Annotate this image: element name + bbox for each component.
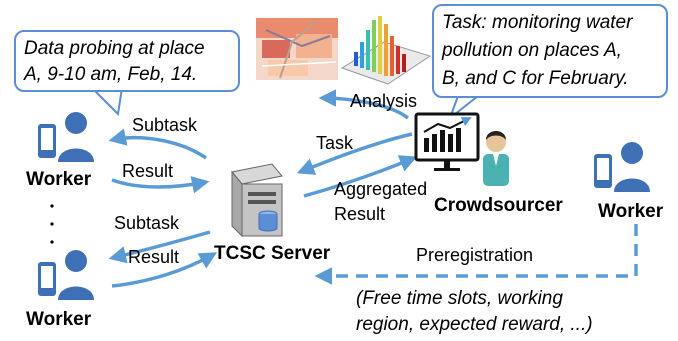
aggregated-result-arrow (303, 155, 418, 198)
analysis-label: Analysis (350, 91, 418, 111)
worker-bottom-label: Worker (26, 309, 92, 330)
analysis-arrow (318, 89, 410, 120)
task-label: Task (316, 133, 354, 153)
task-callout-line-1: Task: monitoring water (442, 12, 633, 33)
subtask-top-arrow (108, 128, 207, 160)
preregistration-label: Preregistration (416, 245, 534, 265)
registration-details-line-2: region, expected reward, ...) (356, 314, 593, 335)
result-top-arrow (111, 176, 210, 194)
result-top-label: Result (122, 161, 174, 181)
ellipsis-dots (50, 204, 54, 244)
subtask-bottom-label: Subtask (114, 213, 180, 233)
task-callout: Task: monitoring water pollution on plac… (432, 4, 668, 98)
result-bottom-label: Result (128, 247, 180, 267)
aggregated-result-line-2: Result (334, 204, 386, 224)
probing-callout: Data probing at place A, 9-10 am, Feb, 1… (14, 30, 240, 92)
server-label: TCSC Server (214, 243, 331, 264)
subtask-bottom-arrow (108, 230, 211, 264)
aggregated-result-line-1: Aggregated (334, 179, 428, 199)
worker-right-icon (594, 142, 650, 192)
probing-callout-line-1: Data probing at place (24, 38, 205, 59)
preregistration-arrow (314, 224, 638, 285)
monitor-chart-icon (414, 112, 480, 171)
result-bottom-arrow (111, 252, 218, 288)
heat-map-icon (256, 18, 338, 80)
subtask-top-label: Subtask (132, 115, 198, 135)
registration-details-line-1: (Free time slots, working (356, 288, 563, 309)
worker-bottom-icon (38, 250, 94, 300)
probing-callout-tail (91, 87, 123, 117)
worker-top-icon (38, 112, 94, 162)
task-callout-line-3: B, and C for February. (442, 68, 629, 89)
3d-histogram-icon (340, 16, 432, 85)
probing-callout-line-2: A, 9-10 am, Feb, 14. (24, 64, 198, 85)
crowdsourcer-icon (483, 131, 509, 186)
worker-top-label: Worker (26, 169, 92, 190)
task-callout-line-2: pollution on places A, (442, 40, 622, 61)
task-arrow (296, 132, 413, 175)
worker-right-label: Worker (598, 201, 664, 222)
server-icon (231, 163, 283, 238)
crowdsourcer-label: Crowdsourcer (434, 195, 563, 216)
